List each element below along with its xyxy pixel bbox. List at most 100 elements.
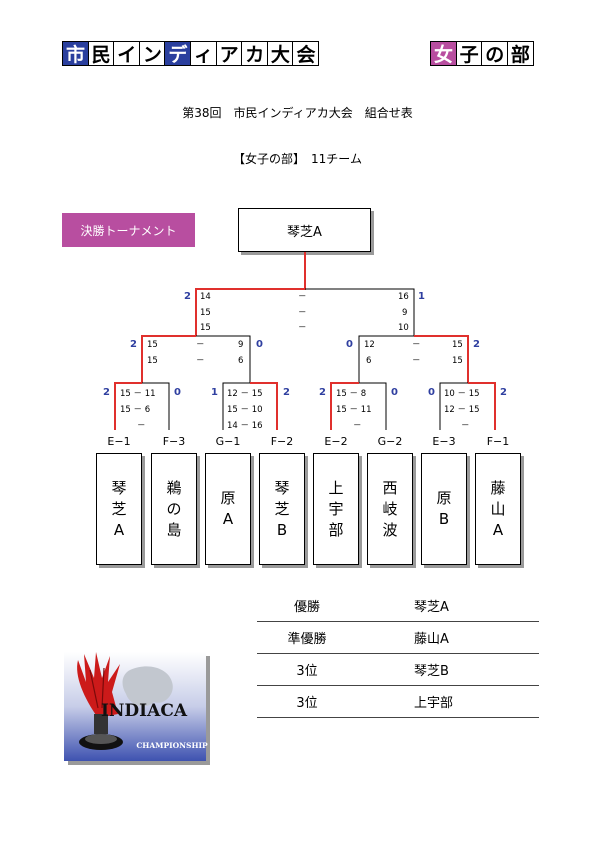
team-box: 鵜の島 (151, 453, 197, 565)
team-name-char: 藤 (490, 478, 506, 497)
banner-womens-division: 女子の部 (430, 41, 534, 66)
final-left-result: 2 (184, 291, 191, 302)
banner-right-char: 部 (506, 41, 534, 66)
result-row: 準優勝 藤山A (257, 622, 539, 654)
qf2-line-right (250, 382, 278, 430)
semi1-line-left (141, 335, 196, 383)
qf4-left-result: 0 (428, 387, 435, 398)
team-name-char: の (166, 499, 182, 518)
team-name-char: 鵜 (166, 478, 182, 497)
qf3-line-left (330, 382, 359, 430)
banner-left-char: 会 (292, 41, 320, 66)
result-team: 藤山A (414, 632, 449, 647)
semi1-line-right (196, 335, 251, 383)
final-set3-left: 15 (200, 323, 211, 333)
team-name-char: 部 (328, 520, 344, 539)
result-team: 琴芝A (414, 600, 449, 615)
team-name-char: 島 (166, 520, 182, 539)
qf4-set1: 10 － 15 (444, 389, 480, 399)
result-rank: 3位 (296, 664, 318, 679)
team-code: E−2 (324, 435, 348, 448)
result-row: 3位 琴芝B (257, 654, 539, 686)
qf2-set3: 14 － 16 (227, 421, 263, 431)
team-name-char: 宇 (328, 499, 344, 518)
semi2-set2-left: 6 (366, 356, 372, 366)
qf3-set1: 15 － 8 (336, 389, 367, 399)
team-name-char: B (438, 510, 450, 528)
banner-left-char: イ (113, 41, 141, 66)
team-name-char: 上 (328, 478, 344, 497)
semi2-set2-right: 15 (452, 356, 463, 366)
team-name-char: 西 (382, 478, 398, 497)
semi2-set1-right: 15 (452, 340, 463, 350)
semi2-line-left (358, 335, 414, 383)
page-subtitle: 【女子の部】 11チーム (233, 152, 362, 166)
team-code: G−2 (377, 435, 403, 448)
qf3-line-right (359, 382, 387, 430)
final-set3-right: 10 (398, 323, 409, 333)
semi2-right-result: 2 (473, 339, 480, 350)
semi1-set2-dash: － (196, 356, 205, 366)
team-name-char: A (113, 520, 125, 539)
logo-subtitle: CHAMPIONSHIP (136, 741, 208, 750)
team-code: G−1 (215, 435, 241, 448)
qf4-set2: 12 － 15 (444, 405, 480, 415)
qf3-set2: 15 － 11 (336, 405, 372, 415)
qf1-set3: － (137, 421, 146, 431)
team-name-char: 岐 (382, 499, 398, 518)
team-name-char: A (222, 510, 234, 528)
result-team: 琴芝B (414, 664, 449, 679)
banner-right-char: 女 (430, 41, 457, 66)
team-name-char: 琴 (111, 478, 127, 497)
final-set1-dash: － (298, 292, 307, 302)
banner-right-char: 子 (455, 41, 483, 66)
result-rank: 優勝 (293, 600, 320, 615)
qf2-set1: 12 － 15 (227, 389, 263, 399)
qf3-left-result: 2 (319, 387, 326, 398)
final-set1-left: 14 (200, 292, 211, 302)
banner-left-char: ア (215, 41, 243, 66)
results-table: 優勝 琴芝A 準優勝 藤山A 3位 琴芝B 3位上宇部 (257, 590, 539, 718)
final-line-left (195, 252, 306, 336)
semi2-set1-dash: － (412, 340, 421, 350)
team-box: 西岐波 (367, 453, 413, 565)
qf2-right-result: 2 (283, 387, 290, 398)
team-code: F−1 (486, 435, 510, 448)
result-row: 優勝 琴芝A (257, 590, 539, 622)
qf4-right-result: 2 (500, 387, 507, 398)
final-set2-left: 15 (200, 308, 211, 318)
banner-left-char: カ (241, 41, 269, 66)
team-name-char: 芝 (111, 499, 127, 518)
qf1-line-right (142, 382, 170, 430)
team-name-char: 山 (490, 499, 506, 518)
semi1-set1-left: 15 (147, 340, 158, 350)
qf1-line-left (114, 382, 142, 430)
banner-left-char: 大 (266, 41, 294, 66)
semi1-set1-right: 9 (238, 340, 244, 350)
result-row: 3位上宇部 (257, 686, 539, 718)
qf4-line-right (468, 382, 496, 430)
semi1-set2-right: 6 (238, 356, 244, 366)
team-name-char: B (276, 520, 288, 539)
qf4-line-left (439, 382, 468, 430)
team-name-char: A (492, 520, 504, 539)
qf3-set3: － (353, 421, 362, 431)
champion-box: 琴芝A (238, 208, 371, 252)
banner-city-tournament: 市民インディアカ大会 (62, 41, 320, 66)
semi2-left-result: 0 (346, 339, 353, 350)
final-set2-right: 9 (402, 308, 408, 318)
team-name-char: 原 (220, 489, 236, 507)
qf4-set3: － (461, 421, 470, 431)
final-right-result: 1 (418, 291, 425, 302)
qf1-left-result: 2 (103, 387, 110, 398)
semi1-set2-left: 15 (147, 356, 158, 366)
banner-right-char: の (481, 41, 509, 66)
result-rank: 準優勝 (287, 632, 327, 647)
indiaca-championship-logo: INDIACA CHAMPIONSHIP (64, 652, 210, 765)
qf1-right-result: 0 (174, 387, 181, 398)
final-line-right (305, 288, 415, 336)
